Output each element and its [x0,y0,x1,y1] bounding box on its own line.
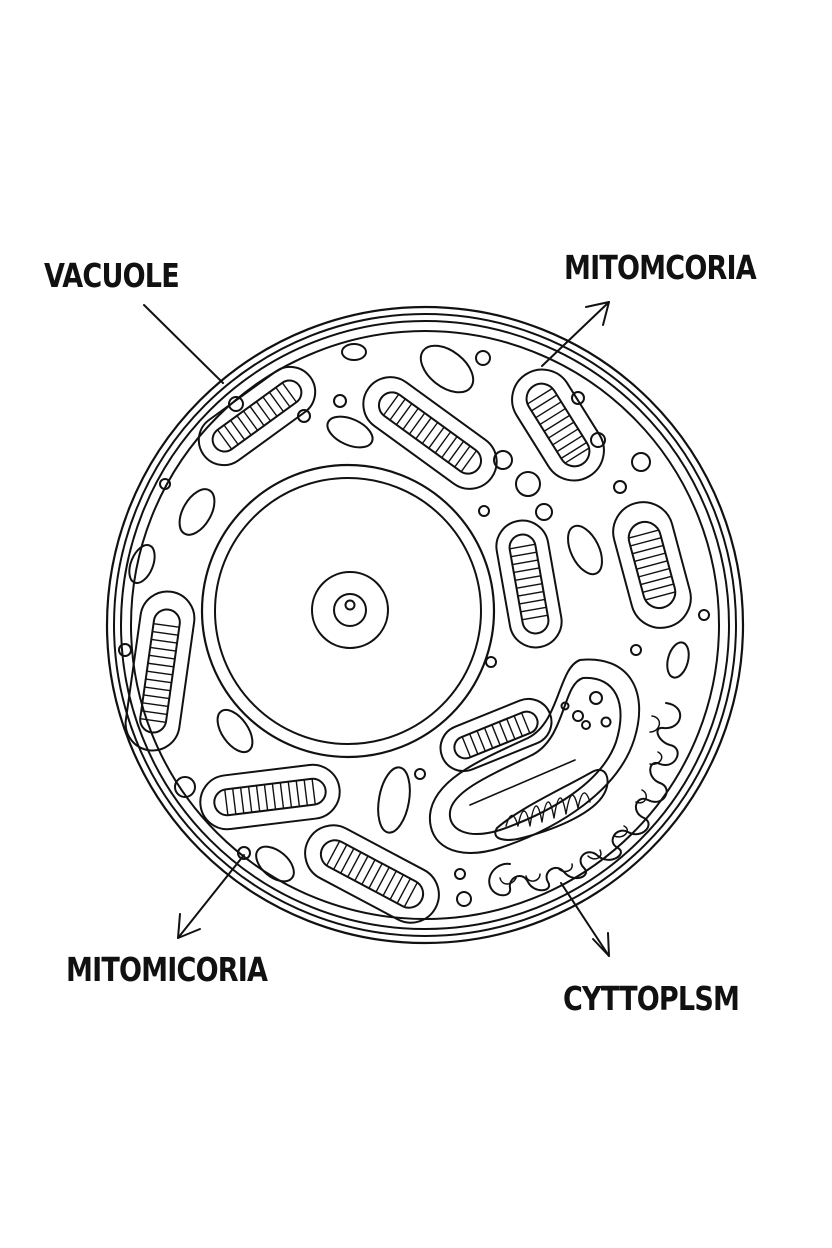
mitochondria-bottom-label: MITOMICORIA [66,950,268,989]
mitochondrion [439,697,553,773]
mitochondrion [511,368,605,482]
mitochondria-top-arrow [541,301,610,367]
mitochondrion [495,519,563,649]
nucleolus [311,571,389,649]
vesicle [118,350,710,907]
golgi-apparatus [428,658,641,854]
nucleus [200,463,496,759]
mitochondrion [362,376,498,490]
vacuole-leader-line [143,304,224,384]
mitochondria-bottom-arrow [177,854,245,939]
mitochondrion [612,501,692,629]
cytoplasm-label: CYTTOPLSM [563,979,740,1018]
vacuole [128,343,690,883]
mitochondrion [124,590,196,752]
mitochondrion [199,763,341,831]
mitochondria-top-label: MITOMCORIA [564,248,757,287]
mitochondrion [197,365,317,467]
mitochondrion [304,824,440,924]
cytoplasm-arrow [560,882,610,957]
vacuole-label: VACUOLE [44,256,180,295]
endoplasmic-reticulum [488,702,682,897]
